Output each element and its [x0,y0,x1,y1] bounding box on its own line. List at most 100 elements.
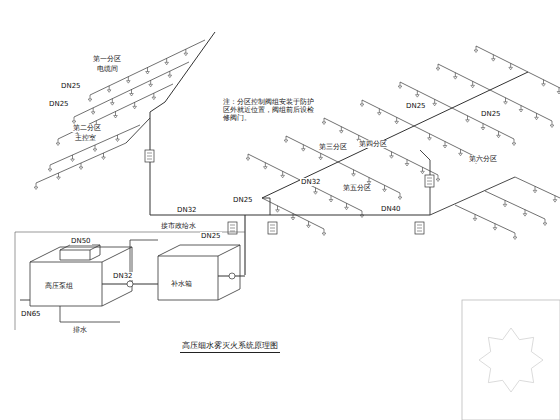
pipe-label: DN25 [48,100,70,108]
equipment-box [218,245,240,300]
nozzle-drop [422,167,423,171]
mist-nozzle [345,207,349,210]
pipe [515,177,560,205]
mist-nozzle [459,153,463,156]
equipment-box [30,247,132,262]
pipe [427,181,432,182]
mist-nozzle [383,189,387,192]
pipe [230,231,235,232]
mist-nozzle [466,120,470,123]
nozzle-drop [150,80,151,84]
nozzle-drop [58,139,59,143]
mist-nozzle [307,225,311,228]
nozzle-drop [308,221,309,225]
pipe-label: DN25 [480,110,502,118]
mist-nozzle [276,210,280,213]
mist-nozzle [102,157,106,160]
nozzle-drop [460,149,461,153]
nozzle-drop [324,229,325,233]
pipe-label: DN32 [300,178,322,186]
pipe-label: 第二分区 [72,124,102,132]
valve-symbol [127,281,133,287]
nozzle-drop [115,112,116,116]
mist-nozzle [504,102,508,105]
pipe [417,225,422,226]
equipment-box [158,245,240,256]
nozzle-drop [277,206,278,210]
pipe [74,62,189,117]
mist-nozzle [553,200,557,203]
nozzle-drop [438,175,439,179]
pipe [427,178,432,179]
mist-nozzle [184,53,188,56]
pipe-label: 第五分区 [342,184,372,192]
pipe-label: 电缆间 [96,65,119,73]
nozzle-drop [128,77,129,81]
nozzle-drop [498,131,499,135]
nozzle-drop [90,95,91,99]
nozzle-drop [169,71,170,75]
mist-nozzle [360,215,364,218]
equipment-box [90,245,100,260]
nozzle-drop [320,153,321,157]
mist-nozzle [71,159,75,162]
pipe [270,225,275,226]
nozzle-drop [331,196,332,200]
mist-nozzle [542,84,546,87]
nozzle-drop [379,109,380,113]
pipe [430,177,515,215]
mist-nozzle [152,97,156,100]
nozzle-drop [384,185,385,189]
mist-nozzle [114,116,118,119]
nozzle-drop [346,203,347,207]
mist-nozzle [352,174,356,177]
valve-symbol [229,273,235,279]
pipe-label: 主控室 [74,134,97,142]
nozzle-drop [74,117,75,121]
mist-nozzle [533,190,537,193]
mist-nozzle [492,59,496,62]
nozzle-drop [536,113,537,117]
mist-nozzle [322,122,326,125]
pipe-label: DN25 [200,232,222,240]
mist-nozzle [116,139,120,142]
equipment-box [60,250,90,260]
pipe [338,162,400,193]
pipe [414,126,476,157]
pipe [20,300,30,301]
pipe [130,240,158,284]
pipe [528,72,560,103]
zone-valve-box [425,175,434,187]
pipe [485,191,545,219]
nozzle-drop [515,233,516,237]
mist-nozzle [165,62,169,65]
nozzle-drop [407,160,408,164]
mist-nozzle [436,68,440,71]
mist-nozzle [436,179,440,182]
mist-nozzle [474,50,478,53]
nozzle-drop [559,88,560,92]
pipe [270,228,275,229]
pipe-label: DN25 [405,102,427,110]
mist-nozzle [398,197,402,200]
nozzle-drop [417,91,418,95]
nozzle-drop [362,211,363,215]
nozzle-drop [525,210,526,214]
nozzle-drop [369,178,370,182]
pipe [50,125,140,165]
mist-nozzle [168,75,172,78]
pipe-label: 补水箱 [170,280,193,288]
mist-nozzle [314,192,318,195]
pipe [58,84,173,139]
pipe-label: DN25 [60,82,82,90]
pipe [147,156,152,157]
nozzle-drop [400,82,401,86]
nozzle-drop [521,106,522,110]
nozzle-drop [81,163,82,167]
mist-nozzle [34,187,38,190]
pipe [36,143,126,183]
pipe-label: DN50 [70,237,92,245]
pipe-label: DN65 [20,310,42,318]
mist-nozzle [509,67,513,70]
